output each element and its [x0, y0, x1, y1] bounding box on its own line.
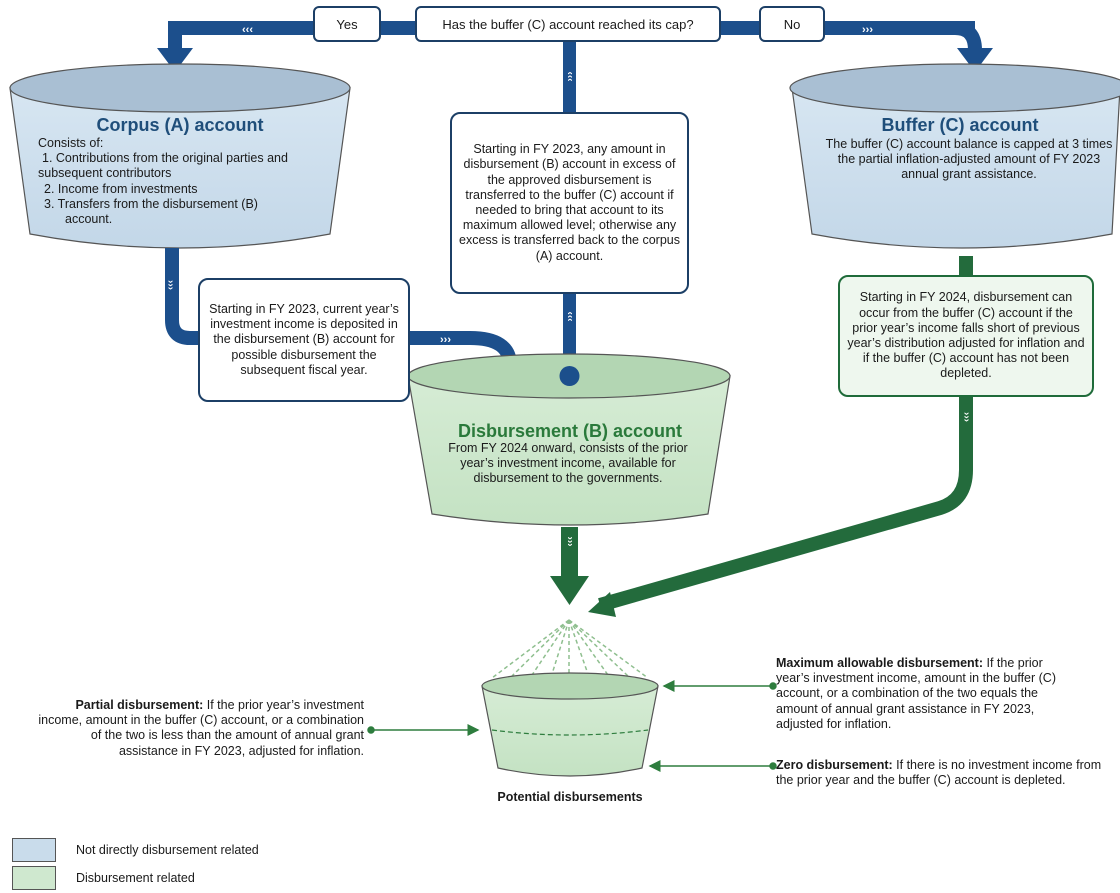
corpus-item-2: 2. Income from investments — [44, 181, 198, 196]
yes-label: Yes — [313, 6, 381, 42]
partial-bold: Partial disbursement: — [75, 698, 204, 712]
corpus-item-1-cont: subsequent contributors — [38, 166, 172, 181]
corpus-body: Consists of: 1. Contributions from the o… — [38, 136, 338, 227]
max-text: If the prior year’s investment income, a… — [776, 656, 1056, 731]
zero-text: If there is no investment income from th… — [776, 758, 1102, 788]
partial-disbursement-label: Partial disbursement: If the prior year’… — [34, 698, 364, 759]
corpus-bucket — [9, 63, 351, 249]
disbursement-down-arrow: ››› — [550, 527, 589, 605]
potential-disbursements-label: Potential disbursements — [497, 790, 643, 804]
svg-text:‹‹‹: ‹‹‹ — [565, 312, 576, 322]
svg-text:›››: ››› — [165, 280, 176, 290]
legend-related: Disbursement related — [76, 871, 195, 885]
left-investment-note: Starting in FY 2023, current year’s inve… — [198, 278, 410, 402]
buffer-title: Buffer (C) account — [881, 115, 1039, 135]
zero-disbursement-label: Zero disbursement: If there is no invest… — [776, 758, 1116, 788]
buffer-body: The buffer (C) account balance is capped… — [825, 137, 1113, 182]
legend-blue-swatch — [12, 838, 56, 862]
corpus-title: Corpus (A) account — [96, 115, 264, 135]
max-bold: Maximum allowable disbursement: — [776, 656, 983, 670]
spray-lines — [491, 619, 649, 679]
potential-bucket — [481, 672, 659, 777]
center-transfer-note: Starting in FY 2023, any amount in disbu… — [450, 112, 689, 294]
svg-text:‹‹‹: ‹‹‹ — [565, 72, 576, 82]
right-buffer-note: Starting in FY 2024, disbursement can oc… — [838, 275, 1094, 397]
svg-text:›››: ››› — [961, 412, 972, 422]
disbursement-body: From FY 2024 onward, consists of the pri… — [448, 441, 688, 486]
legend-not-related: Not directly disbursement related — [76, 843, 259, 857]
svg-text:›››: ››› — [862, 24, 873, 36]
svg-text:‹‹‹: ‹‹‹ — [242, 24, 253, 36]
corpus-item-3: 3. Transfers from the disbursement (B) — [44, 196, 258, 211]
cap-question: Has the buffer (C) account reached its c… — [415, 6, 721, 42]
buffer-to-spray-pipe: ‹‹‹ ‹‹‹ ››› — [588, 256, 973, 617]
svg-text:‹‹‹: ‹‹‹ — [699, 579, 713, 594]
svg-text:›››: ››› — [565, 537, 576, 547]
buffer-bucket — [789, 63, 1120, 249]
corpus-intro: Consists of: — [38, 136, 104, 150]
corpus-item-1: 1. Contributions from the original parti… — [42, 151, 288, 166]
outcome-pointers — [367, 680, 777, 772]
disbursement-title: Disbursement (B) account — [457, 421, 683, 441]
zero-bold: Zero disbursement: — [776, 758, 893, 772]
no-label: No — [759, 6, 825, 42]
legend-green-swatch — [12, 866, 56, 890]
partial-text: If the prior year’s investment income, a… — [38, 698, 364, 758]
max-disbursement-label: Maximum allowable disbursement: If the p… — [776, 656, 1076, 732]
corpus-item-3-cont: account. — [65, 212, 113, 227]
svg-text:›››: ››› — [440, 334, 451, 346]
svg-text:‹‹‹: ‹‹‹ — [837, 541, 851, 556]
